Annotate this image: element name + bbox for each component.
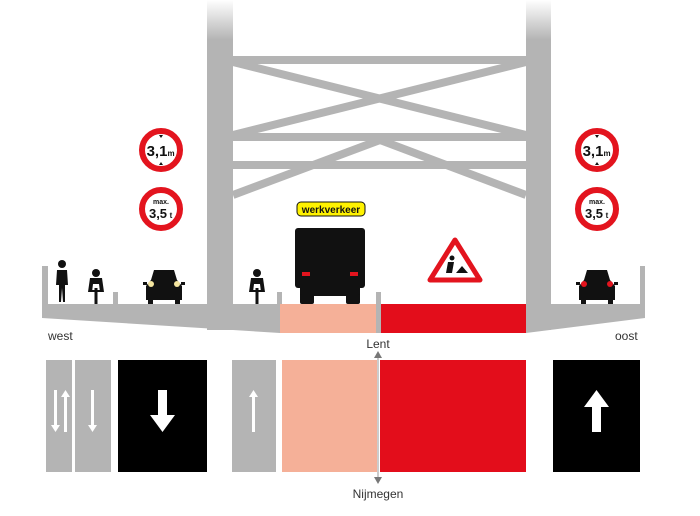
nijmegen-label: Nijmegen — [353, 487, 404, 501]
cyclist-icon — [249, 269, 265, 304]
west-label: west — [47, 329, 73, 343]
oost-label: oost — [615, 329, 638, 343]
truck-icon — [295, 228, 365, 304]
arrow-up-icon — [61, 390, 70, 432]
lent-label: Lent — [366, 337, 390, 351]
roadworks-warning-icon — [427, 237, 483, 283]
svg-text:max.: max. — [153, 199, 169, 206]
arrow-down-icon — [51, 390, 60, 432]
truss — [231, 56, 528, 199]
svg-text:3,5: 3,5 — [585, 206, 603, 221]
svg-text:t: t — [170, 211, 173, 220]
car-front-icon — [143, 270, 185, 304]
right-pillar — [526, 0, 551, 330]
svg-text:max.: max. — [589, 199, 605, 206]
arrow-up-icon — [249, 390, 258, 432]
height-limit-sign: 3,1 m — [578, 131, 616, 169]
closed-lane-plan — [380, 360, 526, 472]
curb — [277, 292, 282, 305]
svg-text:m: m — [603, 149, 610, 158]
car-rear-icon — [576, 270, 618, 304]
weight-limit-sign: max. 3,5 t — [575, 187, 619, 231]
west-deck — [42, 266, 280, 333]
werkverkeer-sign: werkverkeer — [296, 201, 366, 217]
curb — [376, 292, 381, 333]
svg-text:3,1: 3,1 — [583, 143, 604, 160]
arrow-down-icon — [150, 390, 175, 432]
weight-limit-sign: max. 3,5 t — [139, 187, 183, 231]
height-limit-sign: 3,1 m — [142, 131, 180, 169]
svg-text:m: m — [167, 149, 174, 158]
curb — [113, 292, 118, 305]
footpath-lane — [46, 360, 72, 472]
closed-lane — [381, 304, 526, 333]
pedestrian-icon — [56, 260, 68, 302]
arrow-down-icon — [88, 390, 97, 432]
east-deck — [526, 266, 645, 333]
work-traffic-lane-plan — [282, 360, 378, 472]
work-traffic-lane — [280, 304, 378, 333]
arrow-up-icon — [584, 390, 609, 432]
svg-text:3,5: 3,5 — [149, 206, 167, 221]
cyclist-icon — [88, 269, 104, 304]
svg-text:werkverkeer: werkverkeer — [301, 205, 360, 216]
svg-text:3,1: 3,1 — [147, 143, 168, 160]
left-pillar — [207, 0, 233, 330]
direction-axis — [374, 351, 382, 484]
svg-text:t: t — [606, 211, 609, 220]
